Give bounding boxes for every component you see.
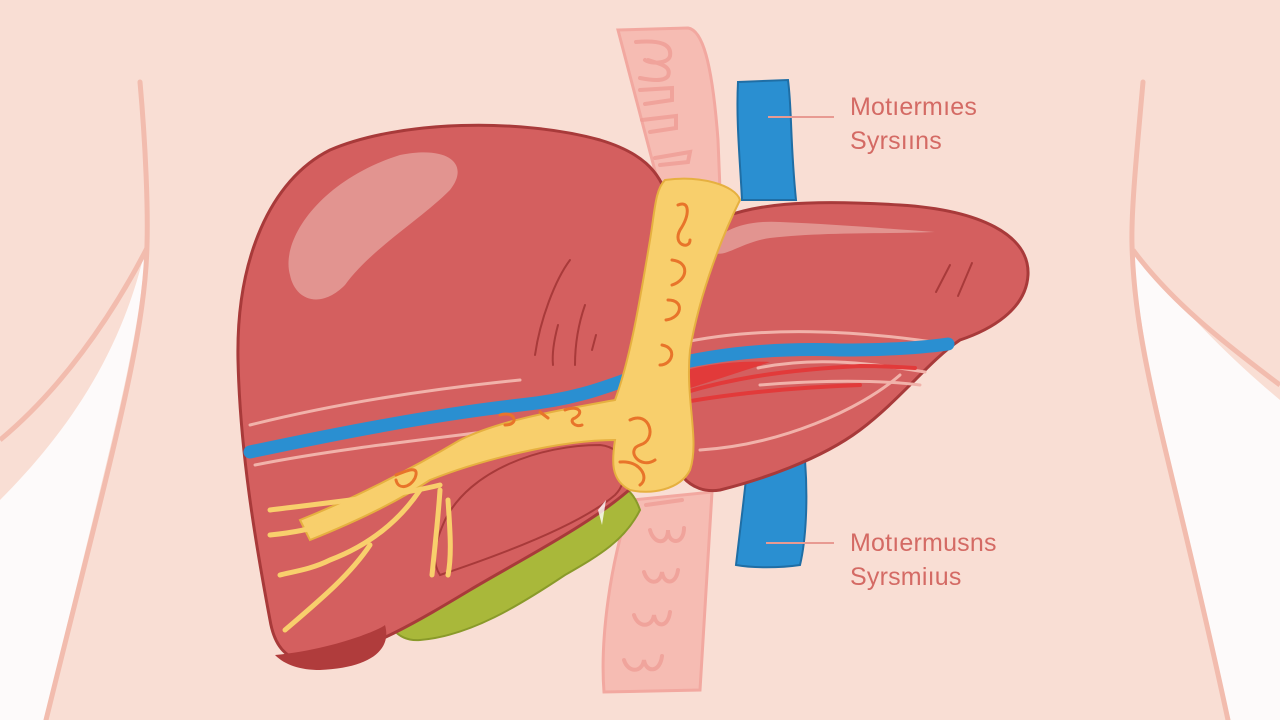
- body-outline-left-curve: [0, 246, 150, 442]
- artery-fill: [668, 361, 770, 395]
- label-bottom-line1: Motıermusns: [850, 529, 997, 557]
- bile-duct: [267, 177, 742, 633]
- label-bottom-line2: Syrsmiıus: [850, 563, 962, 591]
- spine: [601, 26, 722, 694]
- liver-highlight-left: [288, 152, 458, 300]
- label-top: Motıermıes Syrsııns: [850, 90, 977, 158]
- liver-fissure-lines: [534, 259, 597, 366]
- label-bottom: Motıermusns Syrsmiıus: [850, 526, 997, 594]
- liver-shadow: [275, 625, 387, 670]
- label-top-line2: Syrsııns: [850, 127, 942, 155]
- vena-cava-lower: [734, 459, 808, 569]
- liver-quadrate-lobe: [433, 443, 626, 577]
- liver-highlight-right: [712, 221, 935, 254]
- body-outline-right-curve: [1130, 248, 1280, 387]
- body-outline-left: [43, 79, 150, 720]
- body-right-gap: [1133, 250, 1280, 720]
- gallbladder-highlight: [598, 500, 606, 525]
- body-left-gap: [0, 250, 145, 720]
- label-top-line1: Motıermıes: [850, 93, 978, 121]
- body-outline-right: [1129, 79, 1231, 720]
- liver-right-fissures: [935, 262, 973, 297]
- vena-cava-upper: [736, 78, 798, 201]
